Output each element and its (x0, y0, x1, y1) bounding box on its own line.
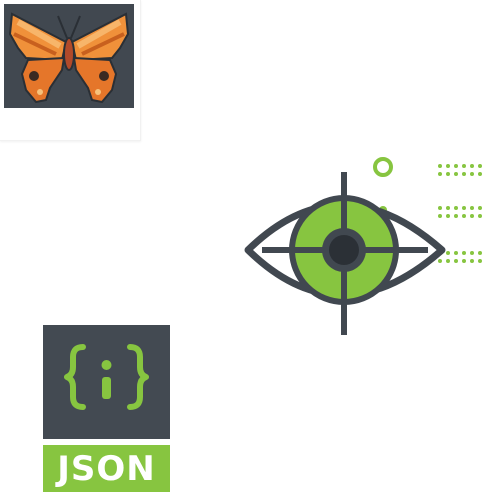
json-label: JSON (57, 448, 156, 489)
eye-target-icon (240, 150, 490, 340)
json-label-band: JSON (43, 445, 170, 492)
json-divider (43, 439, 170, 445)
braces-icon (64, 344, 149, 410)
butterfly-icon (4, 4, 134, 108)
json-file-body (43, 325, 170, 439)
json-file-icon: JSON (43, 325, 170, 492)
butterfly-image-card[interactable] (0, 0, 141, 141)
